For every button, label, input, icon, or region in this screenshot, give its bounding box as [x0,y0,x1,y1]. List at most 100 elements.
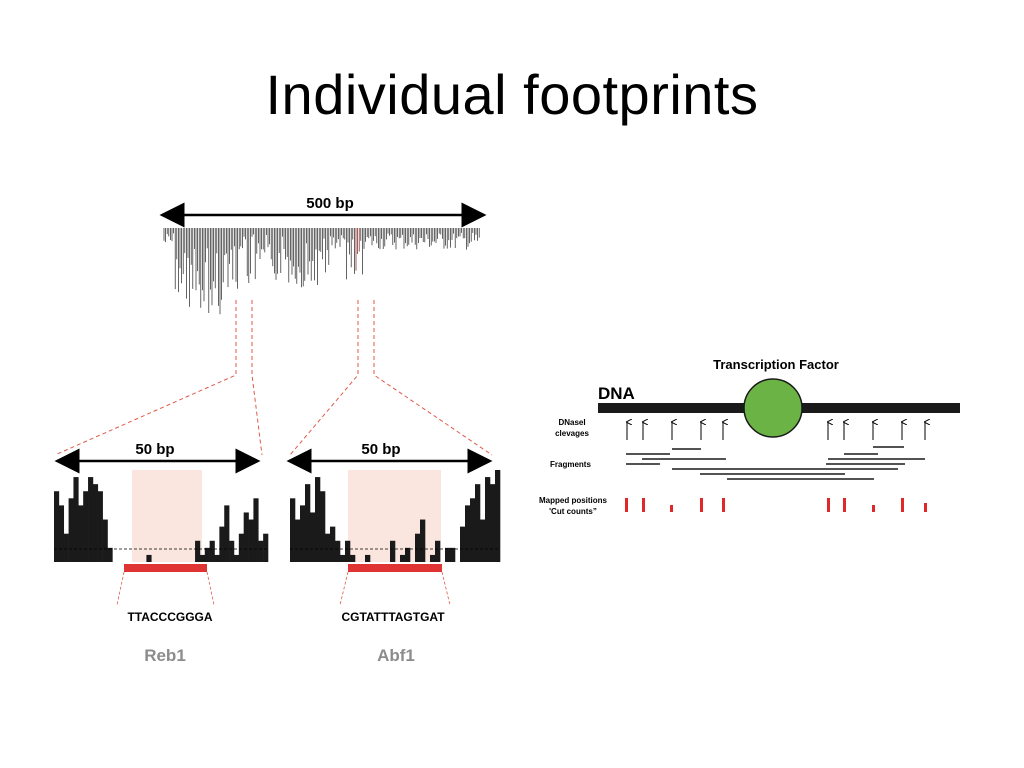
motif-sequence: TTACCCGGGA [127,610,212,624]
cut-count-bar [475,484,481,562]
track-500bp: 500 bp [159,195,487,315]
cut-count-bar [258,540,264,562]
cut-count-bar [83,491,89,562]
cut-count-bar [295,519,301,562]
cut-count-marks [625,498,927,512]
cut-mark [670,505,673,512]
cut-count-bar [340,554,346,562]
cut-count-bar [54,491,60,562]
cut-count-bar [320,491,326,562]
motif-guide [116,571,125,606]
cut-mark [700,498,703,512]
cut-count-bar [350,554,356,562]
mapped-label: 'Cut counts” [549,507,597,516]
cut-count-bar [315,477,321,562]
cut-count-bar [195,540,201,562]
motif-sequence: CGTATTTAGTGAT [341,610,445,624]
cut-count-bar [107,547,113,562]
cut-count-bar [460,526,466,562]
cut-count-bar [214,554,220,562]
motif-bar [124,564,207,572]
cut-count-bars [54,477,269,562]
cut-count-bar [405,547,411,562]
tf-title: Transcription Factor [713,357,839,372]
cleavage-track [163,228,480,315]
cut-mark [625,498,628,512]
cut-count-bar [300,505,306,562]
cut-count-bar [365,554,371,562]
cut-count-bar [238,533,244,562]
cut-count-bar [465,505,471,562]
zoom-guide-line [251,300,263,456]
cut-count-bar [58,505,65,562]
cleavage-label: DNaseI [558,418,585,427]
cut-count-bar [400,554,406,562]
cut-count-bar [92,484,99,562]
cut-count-bar [233,554,240,562]
slide-title: Individual footprints [265,63,759,126]
cut-count-bar [63,533,69,562]
cut-mark [843,498,846,512]
cut-count-bar [290,498,296,562]
cut-mark [872,505,875,512]
motif-guide [441,571,451,606]
footprint-panel-reb1: 50 bp TTACCCGGGA Reb1 [54,441,269,665]
cut-mark [722,498,725,512]
cut-count-bar [470,498,476,562]
scale-label-500bp: 500 bp [306,195,354,212]
cleavage-arrows [627,422,925,440]
cut-count-bar [209,540,215,562]
cut-count-bar [420,519,426,562]
transcription-factor-circle [743,378,803,438]
cut-mark [901,498,904,512]
cut-count-bar [263,533,269,562]
cut-count-bar [253,498,259,562]
zoom-guide-line [289,300,359,456]
cut-count-bar [450,547,456,562]
factor-name: Reb1 [144,646,186,665]
cut-mark [827,498,830,512]
cut-count-bar [390,540,396,562]
cut-count-bar [204,547,210,562]
cut-count-bar [229,540,235,562]
cut-count-bar [335,540,341,562]
cut-count-bar [199,554,206,562]
cut-count-bar [219,526,225,562]
cut-count-bar [224,505,230,562]
cut-count-bar [97,491,103,562]
cut-count-bar [345,540,351,562]
cut-count-bar [243,512,249,562]
cut-count-bar [68,498,74,562]
cut-count-bar [415,533,421,562]
cut-count-bar [102,519,108,562]
cut-count-bar [490,484,496,562]
fragment-lines [626,446,925,480]
cut-count-bar [325,533,331,562]
cut-count-bar [73,477,79,562]
cleavage-label: clevages [555,429,589,438]
scale-label-50bp: 50 bp [361,441,400,458]
zoom-guides [54,300,493,456]
cut-count-bar [485,477,491,562]
cut-count-bar [305,484,311,562]
cut-mark [924,503,927,512]
footprint-panel-abf1: 50 bp CGTATTTAGTGAT Abf1 [286,441,501,665]
cut-count-bar [88,477,94,562]
cut-count-bar [495,470,501,562]
cut-count-bars [290,470,501,562]
cut-count-bar [78,505,84,562]
cut-count-bar [480,519,486,562]
fragments-label: Fragments [550,460,591,469]
cut-count-bar [330,526,336,562]
zoom-guide-line [54,300,237,456]
zoom-guide-line [373,300,493,456]
cut-count-bar [445,547,451,562]
motif-bar [348,564,442,572]
cut-count-bar [310,512,316,562]
cut-count-bar [248,519,254,562]
cut-mark [642,498,645,512]
mapped-label: Mapped positions [539,496,608,505]
motif-guide [339,571,349,606]
motif-guide [206,571,215,606]
